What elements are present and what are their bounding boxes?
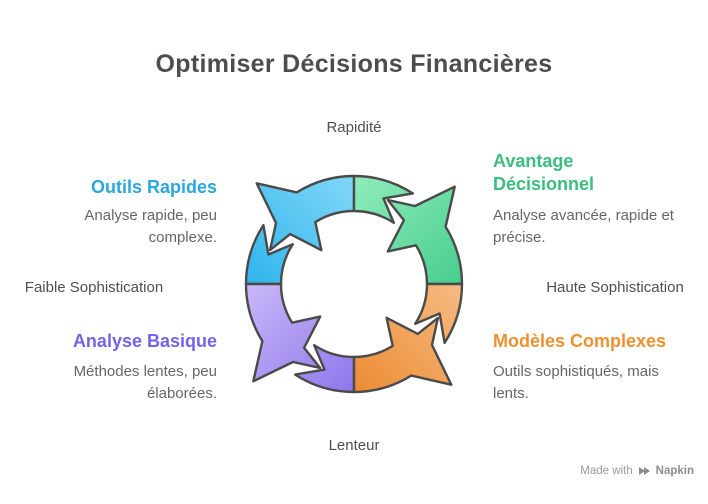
cycle-segment-top-right-arrow xyxy=(386,185,464,286)
axis-label-right: Haute Sophistication xyxy=(546,279,684,296)
quadrant-description-analyse-basique: Méthodes lentes, peu élaborées. xyxy=(73,363,217,402)
cycle-segment-bottom-right-band xyxy=(414,282,464,344)
cycle-segment-bottom-left-arrow xyxy=(244,282,322,383)
quadrant-description-avantage-decisionnel: Analyse avancée, rapide et précise. xyxy=(493,207,674,246)
napkin-logo-icon xyxy=(638,467,650,475)
axis-label-left: Faible Sophistication xyxy=(24,279,164,296)
quadrant-heading-analyse-basique: Analyse Basique xyxy=(72,331,217,351)
axis-label-bottom: Lenteur xyxy=(328,437,380,454)
cycle-segment-top-right-band xyxy=(352,174,414,224)
quadrant-heading-outils-rapides: Outils Rapides xyxy=(90,177,217,197)
axis-label-top: Rapidité xyxy=(326,119,382,136)
quadrant-heading-avantage-decisionnel: Avantage Décisionnel xyxy=(493,151,595,194)
quadrant-heading-modeles-complexes: Modèles Complexes xyxy=(493,331,667,351)
napkin-brand-label: Napkin xyxy=(655,465,694,477)
quadrant-description-outils-rapides: Analyse rapide, peu complexe. xyxy=(84,207,217,246)
made-with-label: Made with xyxy=(580,465,633,477)
cycle-segment-bottom-right-arrow xyxy=(352,316,453,394)
made-with-napkin-link[interactable]: Made with Napkin xyxy=(580,465,694,477)
cycle-segment-top-left-arrow xyxy=(255,174,356,252)
quadrant-description-modeles-complexes: Outils sophistiqués, mais lents. xyxy=(493,363,659,402)
page-title: Optimiser Décisions Financières xyxy=(155,50,553,78)
